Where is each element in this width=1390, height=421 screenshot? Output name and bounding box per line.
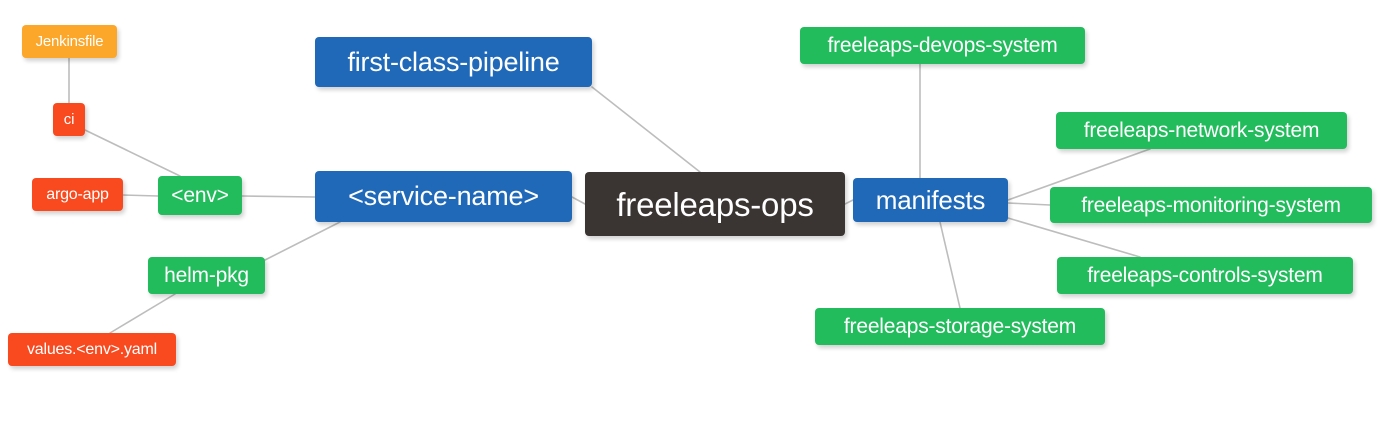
node-label-freeleaps-network-system: freeleaps-network-system [1083,119,1320,142]
node-label-argo-app: argo-app [46,185,109,203]
edge-env-to-ci [84,129,181,177]
edge-root-to-manifests [844,199,854,205]
node-first-class-pipeline[interactable]: first-class-pipeline [315,37,592,87]
edge-manifests-to-freeleaps-storage-system [939,221,961,309]
node-label-service-name: <service-name> [348,181,539,211]
node-label-values-yaml: values.<env>.yaml [26,340,157,358]
node-label-first-class-pipeline: first-class-pipeline [347,46,560,77]
node-label-manifests: manifests [875,185,986,215]
node-label-freeleaps-devops-system: freeleaps-devops-system [827,34,1058,57]
node-service-name[interactable]: <service-name> [315,171,572,222]
node-label-jenkinsfile: Jenkinsfile [35,33,104,50]
edge-service-name-to-env [241,195,316,198]
node-freeleaps-storage-system[interactable]: freeleaps-storage-system [815,308,1105,345]
node-env[interactable]: <env> [158,176,242,215]
node-ci[interactable]: ci [53,103,85,136]
node-freeleaps-controls-system[interactable]: freeleaps-controls-system [1057,257,1353,294]
edge-service-name-to-helm-pkg [264,221,341,261]
node-label-freeleaps-monitoring-system: freeleaps-monitoring-system [1081,193,1341,217]
node-freeleaps-monitoring-system[interactable]: freeleaps-monitoring-system [1050,187,1372,223]
edge-manifests-to-freeleaps-monitoring-system [1007,202,1051,206]
edge-env-to-argo-app [122,194,159,197]
node-label-freeleaps-storage-system: freeleaps-storage-system [843,315,1077,338]
node-jenkinsfile[interactable]: Jenkinsfile [22,25,117,58]
node-freeleaps-network-system[interactable]: freeleaps-network-system [1056,112,1347,149]
node-values-yaml[interactable]: values.<env>.yaml [8,333,176,366]
edge-root-to-service-name [571,196,586,205]
node-label-env: <env> [171,184,229,207]
node-label-root: freeleaps-ops [616,185,814,223]
node-label-freeleaps-controls-system: freeleaps-controls-system [1087,264,1323,287]
node-argo-app[interactable]: argo-app [32,178,123,211]
node-freeleaps-devops-system[interactable]: freeleaps-devops-system [800,27,1085,64]
edge-root-to-first-class-pipeline [591,86,701,173]
edge-helm-pkg-to-values-yaml [109,293,176,334]
edge-manifests-to-freeleaps-controls-system [1007,217,1141,258]
node-label-ci: ci [63,111,75,128]
node-root[interactable]: freeleaps-ops [585,172,845,236]
node-label-helm-pkg: helm-pkg [164,264,249,287]
node-helm-pkg[interactable]: helm-pkg [148,257,265,294]
node-manifests[interactable]: manifests [853,178,1008,222]
